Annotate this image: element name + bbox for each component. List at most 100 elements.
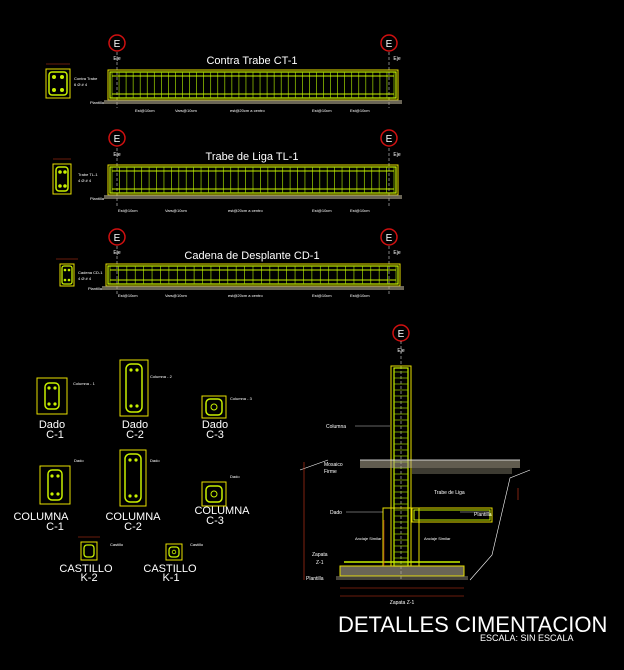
section-columna-c2: Dado COLUMNA C-2 xyxy=(105,449,161,533)
beam-cd-1-title: Cadena de Desplante CD-1 xyxy=(184,250,319,262)
label-plantilla-left: Plantilla xyxy=(306,576,324,582)
foundation-detail: E Eje Columna Mosa xyxy=(299,324,531,606)
beam-tl-1-plantilla: Plantilla xyxy=(90,196,105,201)
beam-ct-1-callout: Est@10cm xyxy=(135,108,155,113)
beam-tl-1-callout: Est@10cm xyxy=(312,208,332,213)
bubble-letter: E xyxy=(398,329,405,340)
beam-tl-1-elevation xyxy=(104,164,402,199)
section-note: Dado xyxy=(74,458,84,463)
beam-ct-1-bubble-left: E Eje xyxy=(108,34,126,108)
section-note: Castillo xyxy=(110,542,124,547)
beam-cd-1-section: Cadena CD-1 4 Ø # 4 xyxy=(56,258,103,287)
beam-ct-1: Contra Trabe 6 Ø # 4 Contra Trabe CT-1 E… xyxy=(45,34,402,113)
section-code: C-2 xyxy=(126,429,144,441)
bubble-label: Eje xyxy=(393,250,400,256)
beam-tl-1-callout: Est@10cm xyxy=(118,208,138,213)
section-dado-c1: Columna - 1 Dado C-1 xyxy=(36,377,96,441)
beam-cd-1-plantilla: Plantilla xyxy=(88,286,103,291)
detail-axis-bubble: E Eje xyxy=(392,324,410,580)
label-anclaje-left: Anclaje Similar xyxy=(355,536,382,541)
beam-ct-1-callouts: Est@10cm Vars@10cm est@20cm a centro Est… xyxy=(135,108,370,113)
beam-tl-1-callout: est@20cm a centro xyxy=(228,208,264,213)
beam-tl-1-title: Trabe de Liga TL-1 xyxy=(206,151,299,163)
section-dado-c2: Columna - 2 Dado C-2 xyxy=(119,359,173,441)
beam-cd-1-elevation xyxy=(102,263,404,290)
label-mosaico: Mosaico xyxy=(324,462,343,468)
beam-ct-1-elevation xyxy=(104,69,402,104)
beam-cd-1-bubble-left: E Eje xyxy=(108,228,126,296)
section-castillo-k1: Castillo CASTILLO K-1 xyxy=(143,542,203,584)
beam-cd-1-section-note-1: Cadena CD-1 xyxy=(78,270,103,275)
beam-cd-1-callout: Vars@10cm xyxy=(165,293,187,298)
section-columna-c1: Dado COLUMNA C-1 xyxy=(13,458,84,533)
section-label: CASTILLO xyxy=(59,563,113,575)
section-label: Dado xyxy=(39,419,65,431)
section-label: COLUMNA xyxy=(105,511,161,523)
bubble-letter: E xyxy=(114,134,121,145)
beam-ct-1-callout: Est@10cm xyxy=(350,108,370,113)
beam-tl-1-callout: Vars@10cm xyxy=(165,208,187,213)
label-plantilla-right: Plantilla xyxy=(474,512,492,518)
beam-ct-1-callout: Est@10cm xyxy=(312,108,332,113)
bubble-letter: E xyxy=(386,233,393,244)
section-columna-c3: Dado COLUMNA C-3 xyxy=(194,474,250,527)
bubble-label: Eje xyxy=(113,152,120,158)
section-code: C-2 xyxy=(124,521,142,533)
section-label: Dado xyxy=(202,419,228,431)
bubble-label: Eje xyxy=(393,56,400,62)
footer: DETALLES CIMENTACION ESCALA: SIN ESCALA xyxy=(338,612,607,643)
bubble-label: Eje xyxy=(113,250,120,256)
bubble-letter: E xyxy=(114,39,121,50)
label-anclaje-right: Anclaje Similar xyxy=(424,536,451,541)
beam-tl-1-section: Trabe TL-1 4 Ø # 4 xyxy=(52,158,98,195)
label-trabe-de-liga: Trabe de Liga xyxy=(434,490,465,496)
section-note: Columna - 3 xyxy=(230,396,253,401)
drawing-title: DETALLES CIMENTACION xyxy=(338,612,607,637)
beam-ct-1-section: Contra Trabe 6 Ø # 4 xyxy=(45,63,98,99)
beam-cd-1-callout: est@20cm a centro xyxy=(228,293,264,298)
beam-ct-1-section-note-2: 6 Ø # 4 xyxy=(74,82,88,87)
label-columna: Columna xyxy=(326,424,346,430)
section-note: Dado xyxy=(230,474,240,479)
bubble-letter: E xyxy=(114,233,121,244)
label-zapata: Zapata xyxy=(312,552,328,558)
beam-tl-1-callouts: Est@10cm Vars@10cm est@20cm a centro Est… xyxy=(118,208,370,213)
beam-ct-1-callout: Vars@10cm xyxy=(175,108,197,113)
beam-cd-1-callout: Est@10cm xyxy=(312,293,332,298)
beam-ct-1-bubble-right: E Eje xyxy=(380,34,401,108)
section-code: C-1 xyxy=(46,521,64,533)
section-label: Dado xyxy=(122,419,148,431)
beam-cd-1-callout: Est@10cm xyxy=(350,293,370,298)
beam-ct-1-section-note-1: Contra Trabe xyxy=(74,76,98,81)
beam-tl-1-section-note-2: 4 Ø # 4 xyxy=(78,178,92,183)
beam-cd-1-callouts: Est@10cm Vars@10cm est@20cm a centro Est… xyxy=(118,293,370,298)
beam-cd-1-callout: Est@10cm xyxy=(118,293,138,298)
section-dado-c3: Columna - 3 Dado C-3 xyxy=(201,395,253,441)
beam-tl-1-bubble-right: E Eje xyxy=(380,129,401,208)
label-dado: Dado xyxy=(330,510,342,516)
beam-tl-1-callout: Est@10cm xyxy=(350,208,370,213)
bubble-label: Eje xyxy=(113,56,120,62)
section-note: Castillo xyxy=(190,542,204,547)
section-label: COLUMNA xyxy=(194,505,250,517)
bubble-label: Eje xyxy=(393,152,400,158)
beam-tl-1: Trabe TL-1 4 Ø # 4 Trabe de Liga TL-1 E … xyxy=(52,129,402,213)
beam-ct-1-plantilla: Plantilla xyxy=(90,100,105,105)
section-code: C-1 xyxy=(46,429,64,441)
drawing-scale: ESCALA: SIN ESCALA xyxy=(480,633,574,643)
beam-cd-1-section-note-2: 4 Ø # 4 xyxy=(78,276,92,281)
bubble-letter: E xyxy=(386,39,393,50)
beam-ct-1-callout: est@20cm a centro xyxy=(230,108,266,113)
section-note: Columna - 2 xyxy=(150,374,173,379)
section-note: Columna - 1 xyxy=(73,381,96,386)
section-code: C-3 xyxy=(206,515,224,527)
section-label: COLUMNA xyxy=(13,511,69,523)
label-zapata-code: Z-1 xyxy=(316,560,324,566)
section-note: Dado xyxy=(150,458,160,463)
beam-ct-1-title: Contra Trabe CT-1 xyxy=(206,55,297,67)
label-firme: Firme xyxy=(324,469,337,475)
section-code: C-3 xyxy=(206,429,224,441)
bubble-letter: E xyxy=(386,134,393,145)
section-code: K-2 xyxy=(80,572,97,584)
